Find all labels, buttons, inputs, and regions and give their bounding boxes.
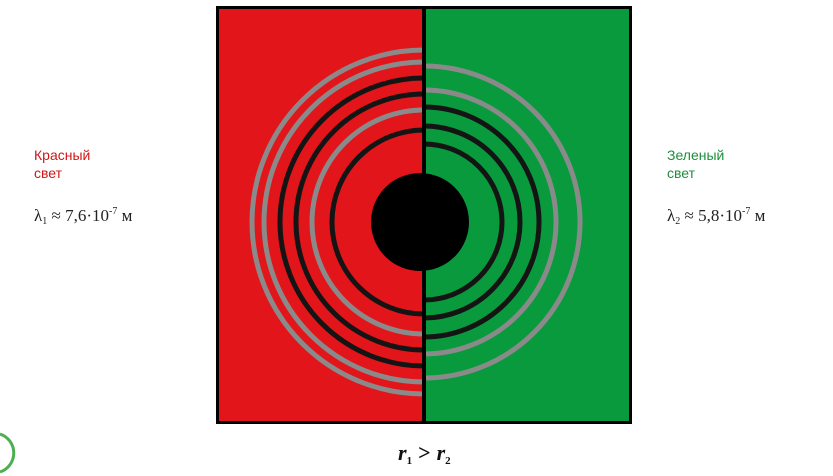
green-light-label: Зеленый свет λ2 ≈ 5,8·10-7 м xyxy=(667,146,765,227)
red-wavelength-formula: λ1 ≈ 7,6·10-7 м xyxy=(34,206,132,227)
greater-than-sign: > xyxy=(418,440,431,465)
green-light-name-line1: Зеленый xyxy=(667,146,765,164)
red-light-name-line2: свет xyxy=(34,164,132,182)
green-wavelength-formula: λ2 ≈ 5,8·10-7 м xyxy=(667,206,765,227)
wavelength-unit: м xyxy=(750,206,765,225)
lambda-symbol: λ xyxy=(667,206,675,225)
wavelength-value: ≈ 5,8·10 xyxy=(680,206,742,225)
green-light-name-line2: свет xyxy=(667,164,765,182)
red-light-name-line1: Красный xyxy=(34,146,132,164)
newton-rings-diagram xyxy=(216,6,632,424)
lambda-symbol: λ xyxy=(34,206,42,225)
r1-subscript: 1 xyxy=(407,455,413,467)
wavelength-value: ≈ 7,6·10 xyxy=(47,206,109,225)
red-light-label: Красный свет λ1 ≈ 7,6·10-7 м xyxy=(34,146,132,227)
center-dark-spot xyxy=(371,173,469,271)
r2-letter: r xyxy=(437,440,446,465)
radius-comparison-caption: r1>r2 xyxy=(398,440,451,467)
r2-subscript: 2 xyxy=(445,455,451,467)
corner-arc-decoration xyxy=(0,430,26,476)
wavelength-unit: м xyxy=(117,206,132,225)
r1-letter: r xyxy=(398,440,407,465)
